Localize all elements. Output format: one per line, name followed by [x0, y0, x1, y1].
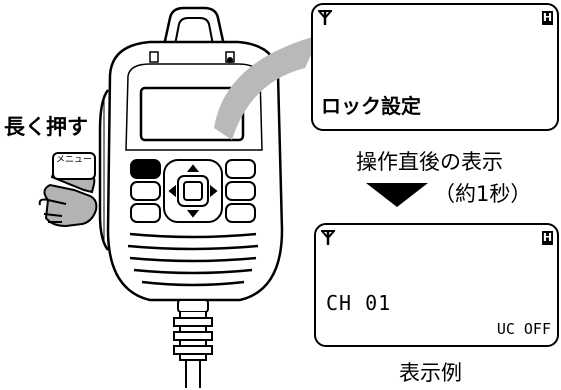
menu-key-label: メニュー — [55, 155, 92, 165]
timing-note: （約1秒） — [434, 182, 532, 206]
h-badge: H — [542, 231, 553, 245]
cable-strain-relief — [173, 299, 213, 388]
menu-key-highlight — [130, 159, 161, 179]
menu-key-icon: メニュー — [52, 152, 96, 180]
h-badge: H — [542, 11, 553, 25]
lock-setting-text: ロック設定 — [321, 94, 421, 118]
uc-status-text: UC OFF — [496, 320, 551, 338]
display-pointer — [214, 35, 320, 140]
mic-keypad — [130, 159, 256, 223]
channel-text: CH 01 — [326, 291, 392, 315]
antenna-icon — [318, 10, 332, 25]
long-press-instruction: 長く押す — [4, 115, 88, 139]
speaker-grille — [127, 232, 259, 287]
antenna-icon — [321, 230, 335, 245]
screen-before: H ロック設定 — [311, 3, 559, 131]
hanger-loop — [161, 6, 227, 51]
caption-after-operation: 操作直後の表示 — [356, 150, 503, 174]
caption-example: 表示例 — [399, 361, 462, 385]
screen-after: H CH 01 UC OFF — [314, 223, 559, 347]
